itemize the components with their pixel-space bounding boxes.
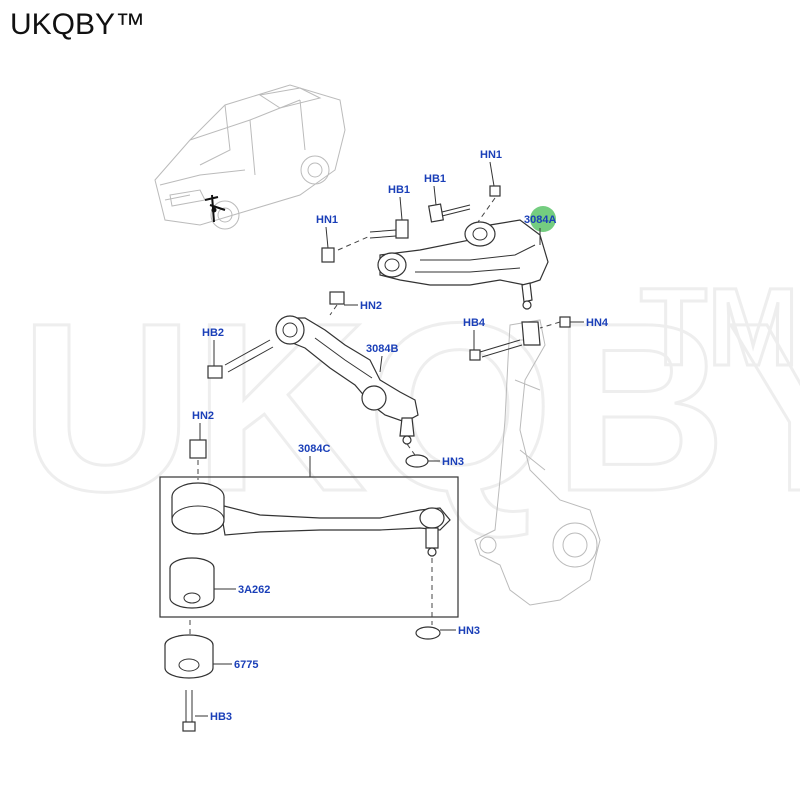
vehicle-illustration (154, 84, 346, 230)
steering-knuckle (474, 319, 601, 606)
lower-arm-3084c (171, 439, 451, 625)
label-hn4: HN4 (586, 317, 609, 329)
label-hn2-left: HN2 (192, 410, 214, 422)
nut-hn3-lower (415, 626, 441, 640)
kit-box-3084c (159, 476, 459, 618)
label-3084a: 3084A (524, 214, 556, 226)
label-3a262: 3A262 (238, 584, 270, 596)
label-3084b: 3084B (366, 343, 398, 355)
highlight-marker (530, 206, 556, 232)
label-hb4: HB4 (463, 317, 486, 329)
label-hn1-left: HN1 (316, 214, 338, 226)
label-hb1-top: HB1 (424, 173, 446, 185)
knuckle-hardware (469, 316, 571, 361)
bolt-hb3 (182, 690, 196, 732)
label-3084c: 3084C (298, 443, 330, 455)
label-hb1-left: HB1 (388, 184, 410, 196)
leader-lines (195, 161, 584, 717)
label-hn1-top: HN1 (480, 149, 502, 161)
label-hn3-low: HN3 (458, 625, 480, 637)
lower-control-arm-3084b (207, 291, 429, 468)
label-hb2: HB2 (202, 327, 224, 339)
bushing-3a262 (169, 557, 215, 609)
label-hn3-mid: HN3 (442, 456, 464, 468)
brand-title: UKQBY™ (10, 8, 146, 41)
upper-control-arm-3084a (377, 219, 549, 310)
label-hn2-top: HN2 (360, 300, 382, 312)
bushing-6775 (164, 620, 214, 679)
label-hb3: HB3 (210, 711, 232, 723)
label-6775: 6775 (234, 659, 258, 671)
watermark-tm: TM (640, 266, 799, 389)
